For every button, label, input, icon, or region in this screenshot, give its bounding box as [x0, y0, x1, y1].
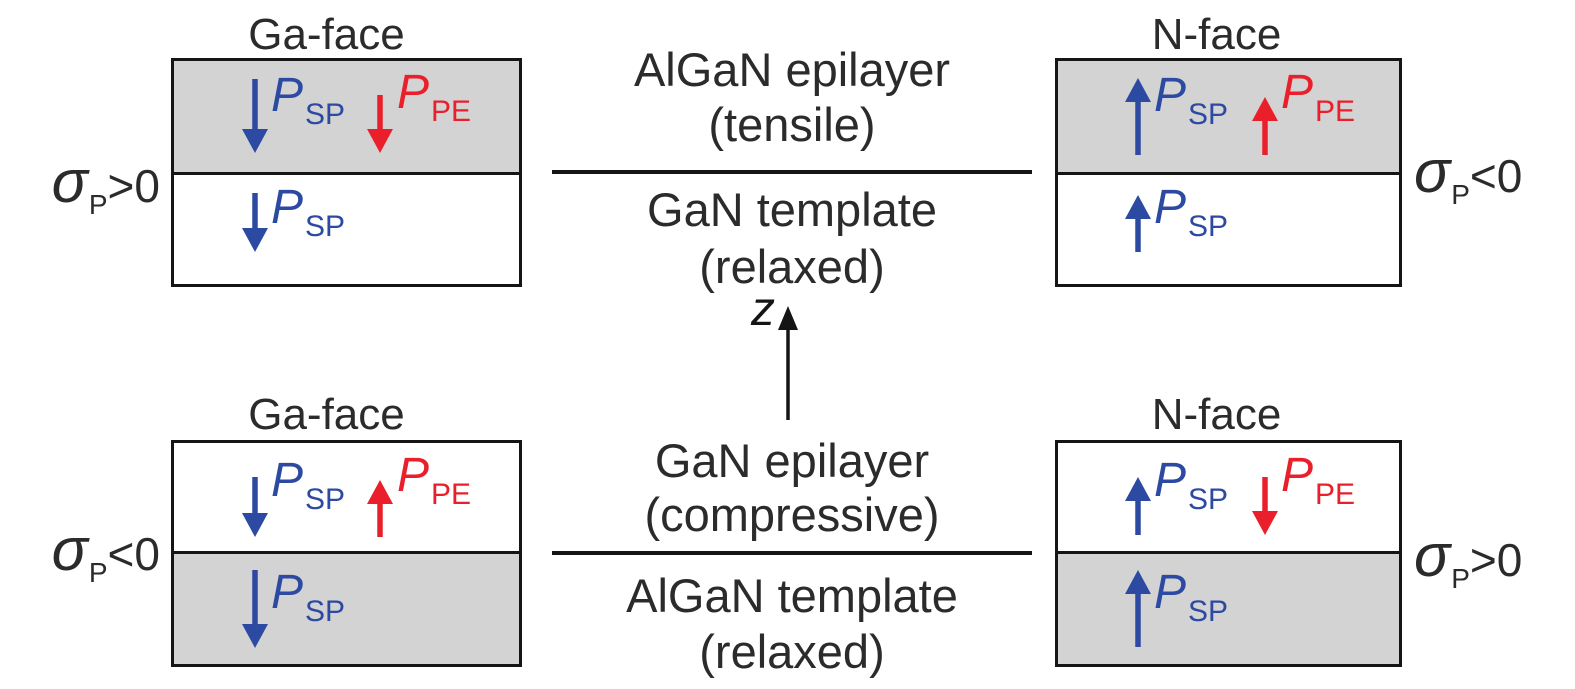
- vector-subscript: PE: [431, 478, 472, 511]
- vector-subscript: SP: [1188, 595, 1229, 628]
- sigma-subscript: P: [1451, 563, 1470, 594]
- gan-template-region: [174, 175, 519, 284]
- psp-epilayer-label: PSP: [271, 72, 345, 130]
- vector-symbol: P: [1281, 449, 1314, 502]
- vector-symbol: P: [397, 66, 430, 119]
- algan-epilayer-region: [1058, 61, 1399, 175]
- strain-label-line: (compressive): [644, 488, 940, 541]
- vector-subscript: SP: [305, 210, 346, 243]
- heterostructure-bottom-n-face: PSP PPE PSP: [1055, 440, 1402, 667]
- vector-symbol: P: [271, 454, 304, 507]
- face-title-bottom-right: N-face: [1151, 390, 1282, 439]
- template-label-line: AlGaN template: [626, 569, 958, 622]
- sigma-label-bottom-left: σP<0: [20, 520, 160, 588]
- algan-template-region: [174, 554, 519, 664]
- center-label-gan-epilayer: GaN epilayer (compressive): [552, 434, 1032, 542]
- psp-epilayer-arrow-icon: [1125, 78, 1151, 155]
- template-label-line: GaN template: [647, 183, 937, 236]
- psp-epilayer-arrow-icon: [242, 79, 268, 153]
- epilayer-label-line: GaN epilayer: [654, 434, 930, 487]
- vector-subscript: SP: [305, 595, 346, 628]
- center-label-algan-template: AlGaN template (relaxed): [552, 568, 1032, 680]
- sigma-relation: >0: [107, 160, 160, 212]
- sigma-symbol: σ: [51, 148, 88, 215]
- ppe-epilayer-arrow-icon: [1252, 477, 1278, 535]
- sigma-label-top-right: σP<0: [1414, 142, 1574, 210]
- heterojunction-line-bottom: [552, 551, 1032, 555]
- relaxed-label-line: (relaxed): [699, 240, 885, 293]
- ppe-epilayer-label: PPE: [1281, 452, 1355, 510]
- vector-subscript: SP: [1188, 98, 1229, 131]
- center-label-algan-epilayer: AlGaN epilayer (tensile): [552, 42, 1032, 152]
- vector-symbol: P: [1154, 566, 1187, 619]
- sigma-relation: <0: [1469, 150, 1523, 202]
- psp-template-label: PSP: [1154, 569, 1228, 627]
- psp-epilayer-label: PSP: [1154, 72, 1228, 130]
- heterostructure-bottom-ga-face: PSP PPE PSP: [171, 440, 522, 667]
- sigma-relation: >0: [1469, 534, 1523, 586]
- vector-subscript: PE: [1315, 478, 1356, 511]
- face-title-top-right: N-face: [1151, 10, 1282, 59]
- z-axis-arrow-icon: [778, 306, 798, 420]
- sigma-symbol: σ: [51, 516, 88, 583]
- ppe-epilayer-label: PPE: [397, 69, 471, 127]
- sigma-subscript: P: [88, 557, 108, 588]
- sigma-symbol: σ: [1414, 138, 1451, 205]
- sigma-subscript: P: [88, 189, 108, 220]
- psp-epilayer-arrow-icon: [242, 477, 268, 537]
- sigma-symbol: σ: [1414, 522, 1451, 589]
- heterostructure-top-ga-face: PSP PPE PSP: [171, 58, 522, 287]
- psp-template-arrow-icon: [242, 193, 268, 252]
- face-title-top-left: Ga-face: [248, 10, 405, 59]
- sigma-label-top-left: σP>0: [20, 152, 160, 220]
- ppe-epilayer-arrow-icon: [367, 95, 393, 153]
- vector-symbol: P: [397, 449, 430, 502]
- sigma-relation: <0: [107, 528, 160, 580]
- strain-label-line: (tensile): [708, 98, 876, 151]
- psp-template-arrow-icon: [242, 570, 268, 648]
- heterostructure-top-n-face: PSP PPE PSP: [1055, 58, 1402, 287]
- relaxed-label-line: (relaxed): [699, 625, 885, 678]
- vector-subscript: SP: [1188, 210, 1229, 243]
- sigma-label-bottom-right: σP>0: [1414, 526, 1574, 594]
- vector-symbol: P: [271, 181, 304, 234]
- gan-epilayer-region: [1058, 443, 1399, 554]
- vector-subscript: SP: [305, 483, 346, 516]
- algan-template-region: [1058, 554, 1399, 664]
- gan-template-region: [1058, 175, 1399, 284]
- ppe-epilayer-label: PPE: [1281, 69, 1355, 127]
- heterojunction-line-top: [552, 170, 1032, 174]
- psp-epilayer-arrow-icon: [1125, 477, 1151, 535]
- psp-template-label: PSP: [1154, 184, 1228, 242]
- algan-epilayer-region: [174, 61, 519, 175]
- vector-symbol: P: [271, 566, 304, 619]
- z-axis-label: z: [751, 283, 775, 336]
- psp-epilayer-label: PSP: [1154, 457, 1228, 515]
- vector-subscript: SP: [1188, 483, 1229, 516]
- vector-symbol: P: [271, 69, 304, 122]
- psp-template-label: PSP: [271, 569, 345, 627]
- psp-template-label: PSP: [271, 184, 345, 242]
- epilayer-label-line: AlGaN epilayer: [633, 43, 951, 96]
- ppe-epilayer-label: PPE: [397, 452, 471, 510]
- vector-subscript: PE: [431, 95, 472, 128]
- sigma-subscript: P: [1451, 179, 1470, 210]
- face-title-bottom-left: Ga-face: [248, 390, 405, 439]
- psp-epilayer-label: PSP: [271, 457, 345, 515]
- vector-subscript: PE: [1315, 95, 1356, 128]
- ppe-epilayer-arrow-icon: [1252, 97, 1278, 155]
- gan-epilayer-region: [174, 443, 519, 554]
- psp-template-arrow-icon: [1125, 195, 1151, 252]
- vector-subscript: SP: [305, 98, 346, 131]
- vector-symbol: P: [1281, 66, 1314, 119]
- ppe-epilayer-arrow-icon: [367, 480, 393, 537]
- vector-symbol: P: [1154, 454, 1187, 507]
- vector-symbol: P: [1154, 181, 1187, 234]
- psp-template-arrow-icon: [1125, 570, 1151, 647]
- center-label-gan-template: GaN template (relaxed): [552, 181, 1032, 295]
- vector-symbol: P: [1154, 69, 1187, 122]
